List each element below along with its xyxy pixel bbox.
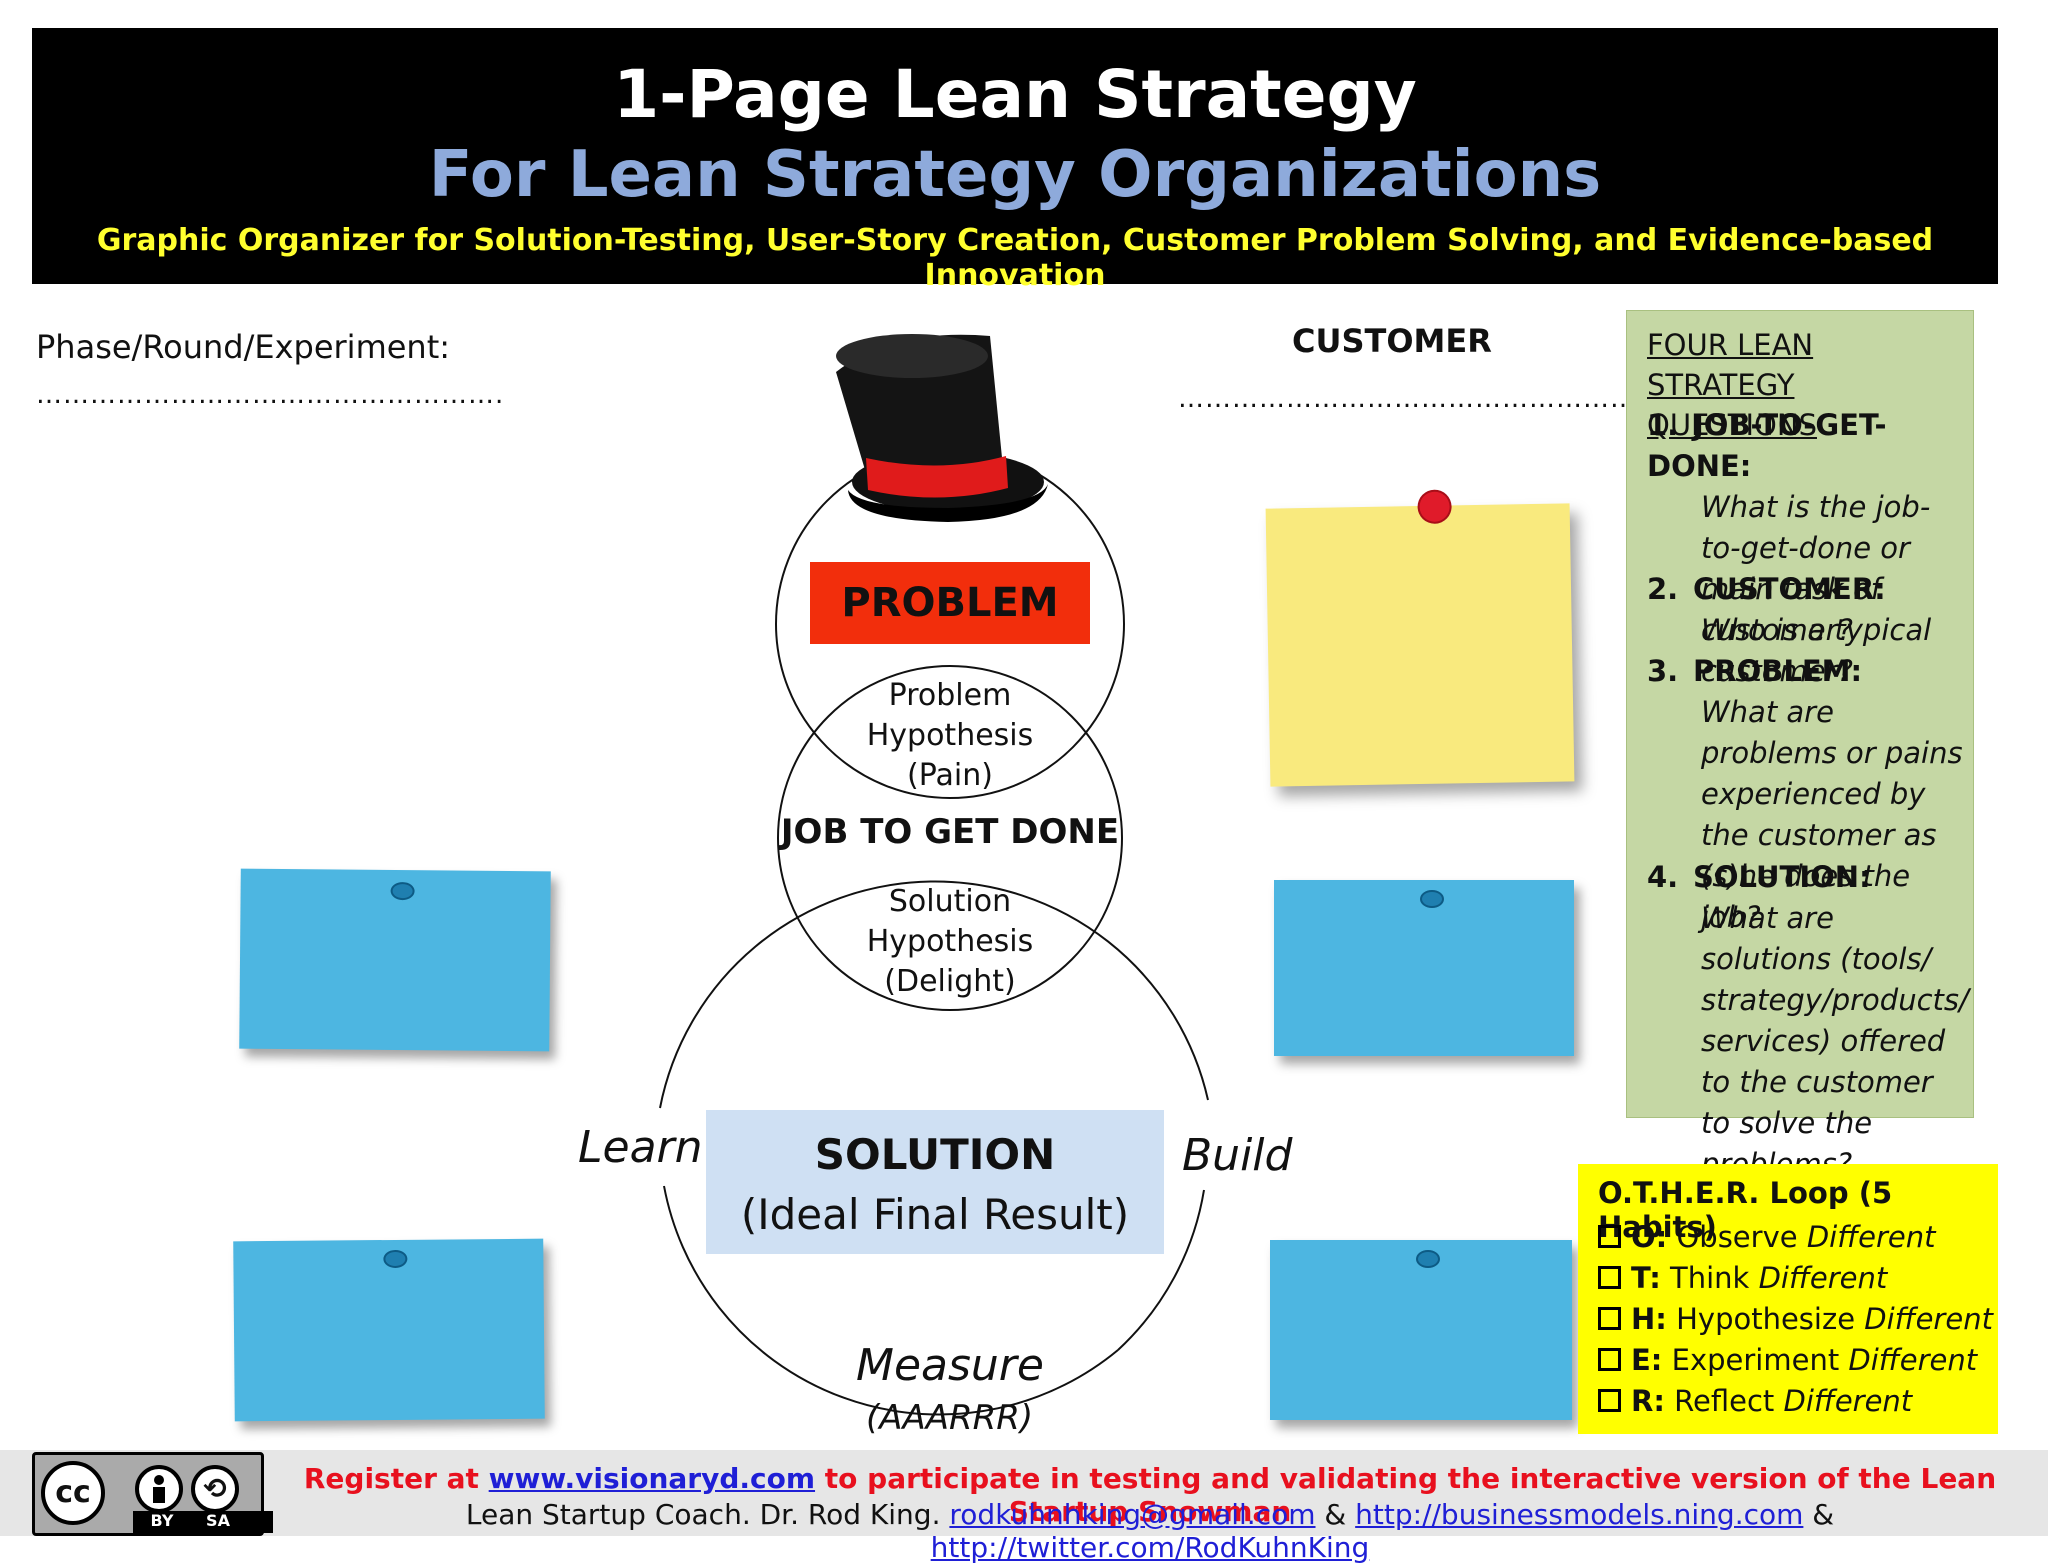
sticky-note-blue-right-top[interactable] [1274, 880, 1574, 1056]
phase-label: Phase/Round/Experiment: [36, 328, 451, 366]
question-item: 4. SOLUTION: What are solutions (tools/ s… [1647, 857, 1969, 1185]
question-text: What are solutions (tools/ strategy/prod… [1701, 901, 1969, 1181]
habit-different: Different [1783, 1384, 1913, 1418]
solution-hypothesis: Solution Hypothesis (Delight) [830, 882, 1070, 1002]
customer-blank[interactable]: …………………………………………….. [1178, 384, 1656, 414]
habit-item-experiment[interactable]: E: Experiment Different [1598, 1343, 1977, 1377]
question-key: PROBLEM: [1693, 654, 1863, 688]
habit-different: Different [1806, 1220, 1936, 1254]
job-circle [777, 665, 1123, 1011]
pushpin-icon [1416, 1250, 1440, 1268]
solution-circle-top-arc [659, 880, 1209, 1109]
habit-different: Different [1848, 1343, 1978, 1377]
question-text: What is the job-to-get-done or main task… [1701, 490, 1931, 647]
ampersand: & [1803, 1498, 1835, 1531]
question-number: 1. [1647, 408, 1679, 442]
visionaryd-link[interactable]: www.visionaryd.com [488, 1462, 816, 1495]
cc-icon: cc [41, 1461, 105, 1525]
question-key: CUSTOMER: [1693, 572, 1886, 606]
register-line: Register at www.visionaryd.com to partic… [280, 1462, 2020, 1528]
register-suffix: to participate in testing and validating… [815, 1462, 1997, 1528]
checkbox-icon[interactable] [1598, 1307, 1621, 1330]
pushpin-icon [1420, 890, 1444, 908]
habit-key: E: [1631, 1343, 1663, 1377]
header-banner: 1-Page Lean Strategy For Lean Strategy O… [32, 28, 1998, 293]
page-subtitle: For Lean Strategy Organizations [428, 138, 1602, 212]
page-tagline: Graphic Organizer for Solution-Testing, … [96, 223, 1934, 293]
solution-hypothesis-line-1: Solution [888, 884, 1012, 919]
page-title: 1-Page Lean Strategy [613, 56, 1417, 133]
habit-key: R: [1631, 1384, 1665, 1418]
habit-different: Different [1864, 1302, 1993, 1336]
habit-word: Think [1670, 1261, 1750, 1295]
checkbox-icon[interactable] [1598, 1225, 1621, 1248]
question-key: SOLUTION: [1693, 860, 1871, 894]
email-link[interactable]: rodkuhnhking@gmail.com [949, 1498, 1316, 1531]
other-loop-heading: O.T.H.E.R. Loop (5 Habits) [1598, 1176, 1893, 1244]
problem-hypothesis-line-2: Hypothesis [866, 718, 1034, 753]
question-item: 1.JOB-TO-GET-DONE: What is the job-to-ge… [1647, 405, 1967, 651]
problem-hypothesis-line-3: (Pain) [907, 758, 993, 793]
sticky-note-blue-right-bottom[interactable] [1270, 1240, 1572, 1420]
checkbox-icon[interactable] [1598, 1266, 1621, 1289]
cc-license-badge[interactable]: cc ⟲ BY SA [32, 1452, 273, 1536]
problem-hypothesis-line-1: Problem [888, 678, 1012, 713]
question-number: 3. [1647, 654, 1679, 688]
register-prefix: Register at [303, 1462, 489, 1495]
share-alike-icon: ⟲ [191, 1465, 239, 1513]
license-strip [133, 1511, 273, 1533]
credits-line: Lean Startup Coach. Dr. Rod King. rodkuh… [280, 1498, 2020, 1564]
footer-bar [0, 1450, 2048, 1536]
problem-box: PROBLEM [810, 562, 1090, 644]
question-text: What are problems or pains experienced b… [1701, 695, 1963, 934]
question-number: 4. [1647, 860, 1679, 894]
solution-hypothesis-line-2: Hypothesis [866, 924, 1034, 959]
question-key: JOB-TO-GET-DONE: [1647, 408, 1887, 483]
sa-label: SA [206, 1511, 230, 1530]
checkbox-icon[interactable] [1598, 1348, 1621, 1371]
four-questions-panel: FOUR LEAN STRATEGY QUESTIONS 1.JOB-TO-GE… [1626, 310, 1974, 1181]
habit-word: Hypothesize [1676, 1302, 1856, 1336]
habit-key: T: [1631, 1261, 1661, 1295]
credits-prefix: Lean Startup Coach. Dr. Rod King. [465, 1498, 950, 1531]
job-to-get-done-label: JOB TO GET DONE [780, 812, 1120, 852]
solution-circle-build-arc [1117, 1189, 1205, 1351]
habit-item-hypothesize[interactable]: H: Hypothesize Different [1598, 1302, 1993, 1336]
solution-title: SOLUTION [814, 1130, 1056, 1179]
habit-item-observe[interactable]: O: Observe Different [1598, 1220, 1936, 1254]
habit-item-reflect[interactable]: R: Reflect Different [1598, 1384, 1912, 1418]
solution-circle-learn-arc [663, 1185, 1119, 1416]
habit-different: Different [1758, 1261, 1888, 1295]
measure-label: Measure [856, 1340, 1044, 1391]
habit-word: Observe [1676, 1220, 1798, 1254]
habit-word: Reflect [1674, 1384, 1775, 1418]
question-text: Who is a typical customer? [1701, 613, 1932, 688]
habit-item-think[interactable]: T: Think Different [1598, 1261, 1887, 1295]
ampersand: & [1315, 1498, 1356, 1531]
habit-word: Experiment [1671, 1343, 1840, 1377]
question-item: 2. CUSTOMER: Who is a typical customer? [1647, 569, 1967, 692]
solution-box: SOLUTION (Ideal Final Result) [706, 1110, 1164, 1254]
learn-label: Learn [578, 1122, 703, 1173]
other-loop-panel: O.T.H.E.R. Loop (5 Habits) O: Observe Di… [1578, 1164, 1998, 1434]
checkbox-icon[interactable] [1598, 1389, 1621, 1412]
ning-link[interactable]: http://businessmodels.ning.com [1355, 1498, 1804, 1531]
attribution-icon [135, 1465, 183, 1513]
phase-blank[interactable]: ……………………………………………. [36, 380, 505, 410]
habit-key: H: [1631, 1302, 1667, 1336]
customer-label: CUSTOMER [1292, 322, 1492, 360]
top-hat-icon [836, 334, 1048, 522]
habit-key: O: [1631, 1220, 1668, 1254]
solution-subtitle: (Ideal Final Result) [740, 1190, 1130, 1239]
question-number: 2. [1647, 572, 1679, 606]
by-label: BY [150, 1511, 174, 1530]
questions-heading: FOUR LEAN STRATEGY QUESTIONS [1647, 328, 1817, 442]
measure-sublabel: (AAARRR) [866, 1398, 1034, 1438]
question-item: 3. PROBLEM: What are problems or pains ex… [1647, 651, 1967, 938]
solution-hypothesis-line-3: (Delight) [884, 964, 1016, 999]
problem-hypothesis: Problem Hypothesis (Pain) [830, 676, 1070, 796]
build-label: Build [1182, 1130, 1293, 1181]
